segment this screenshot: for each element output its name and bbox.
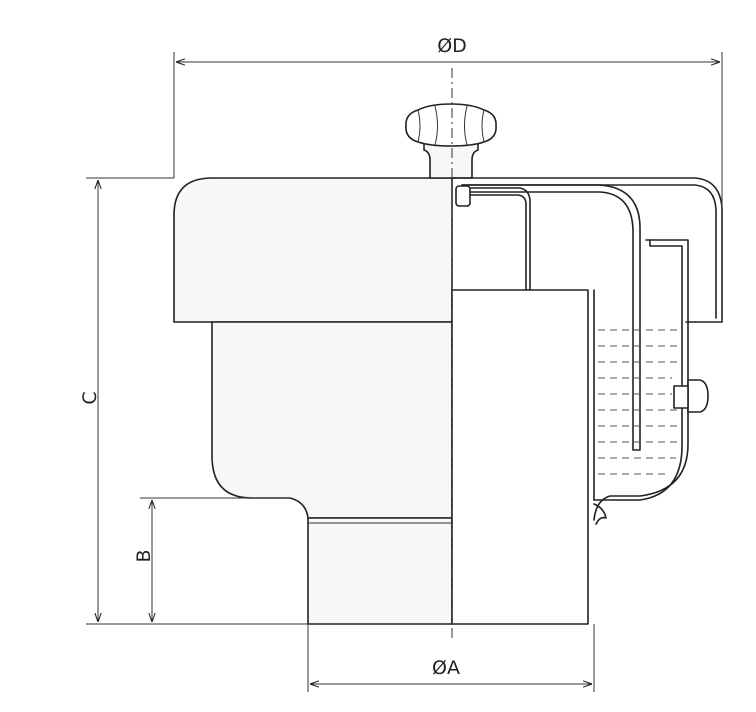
dimension-a-label: ØA — [432, 657, 460, 679]
section-body — [451, 239, 709, 625]
dimension-a: ØA — [307, 624, 595, 692]
dimension-c: C — [79, 177, 308, 625]
cover-exterior — [173, 177, 453, 323]
dimension-b-label: B — [133, 549, 155, 562]
dimension-d: ØD — [173, 35, 723, 208]
liquid-level — [598, 329, 680, 475]
dimension-c-label: C — [79, 391, 101, 404]
body-exterior — [211, 321, 453, 625]
dimension-d-label: ØD — [437, 35, 467, 57]
dimension-b: B — [133, 497, 290, 622]
knob — [405, 103, 497, 179]
